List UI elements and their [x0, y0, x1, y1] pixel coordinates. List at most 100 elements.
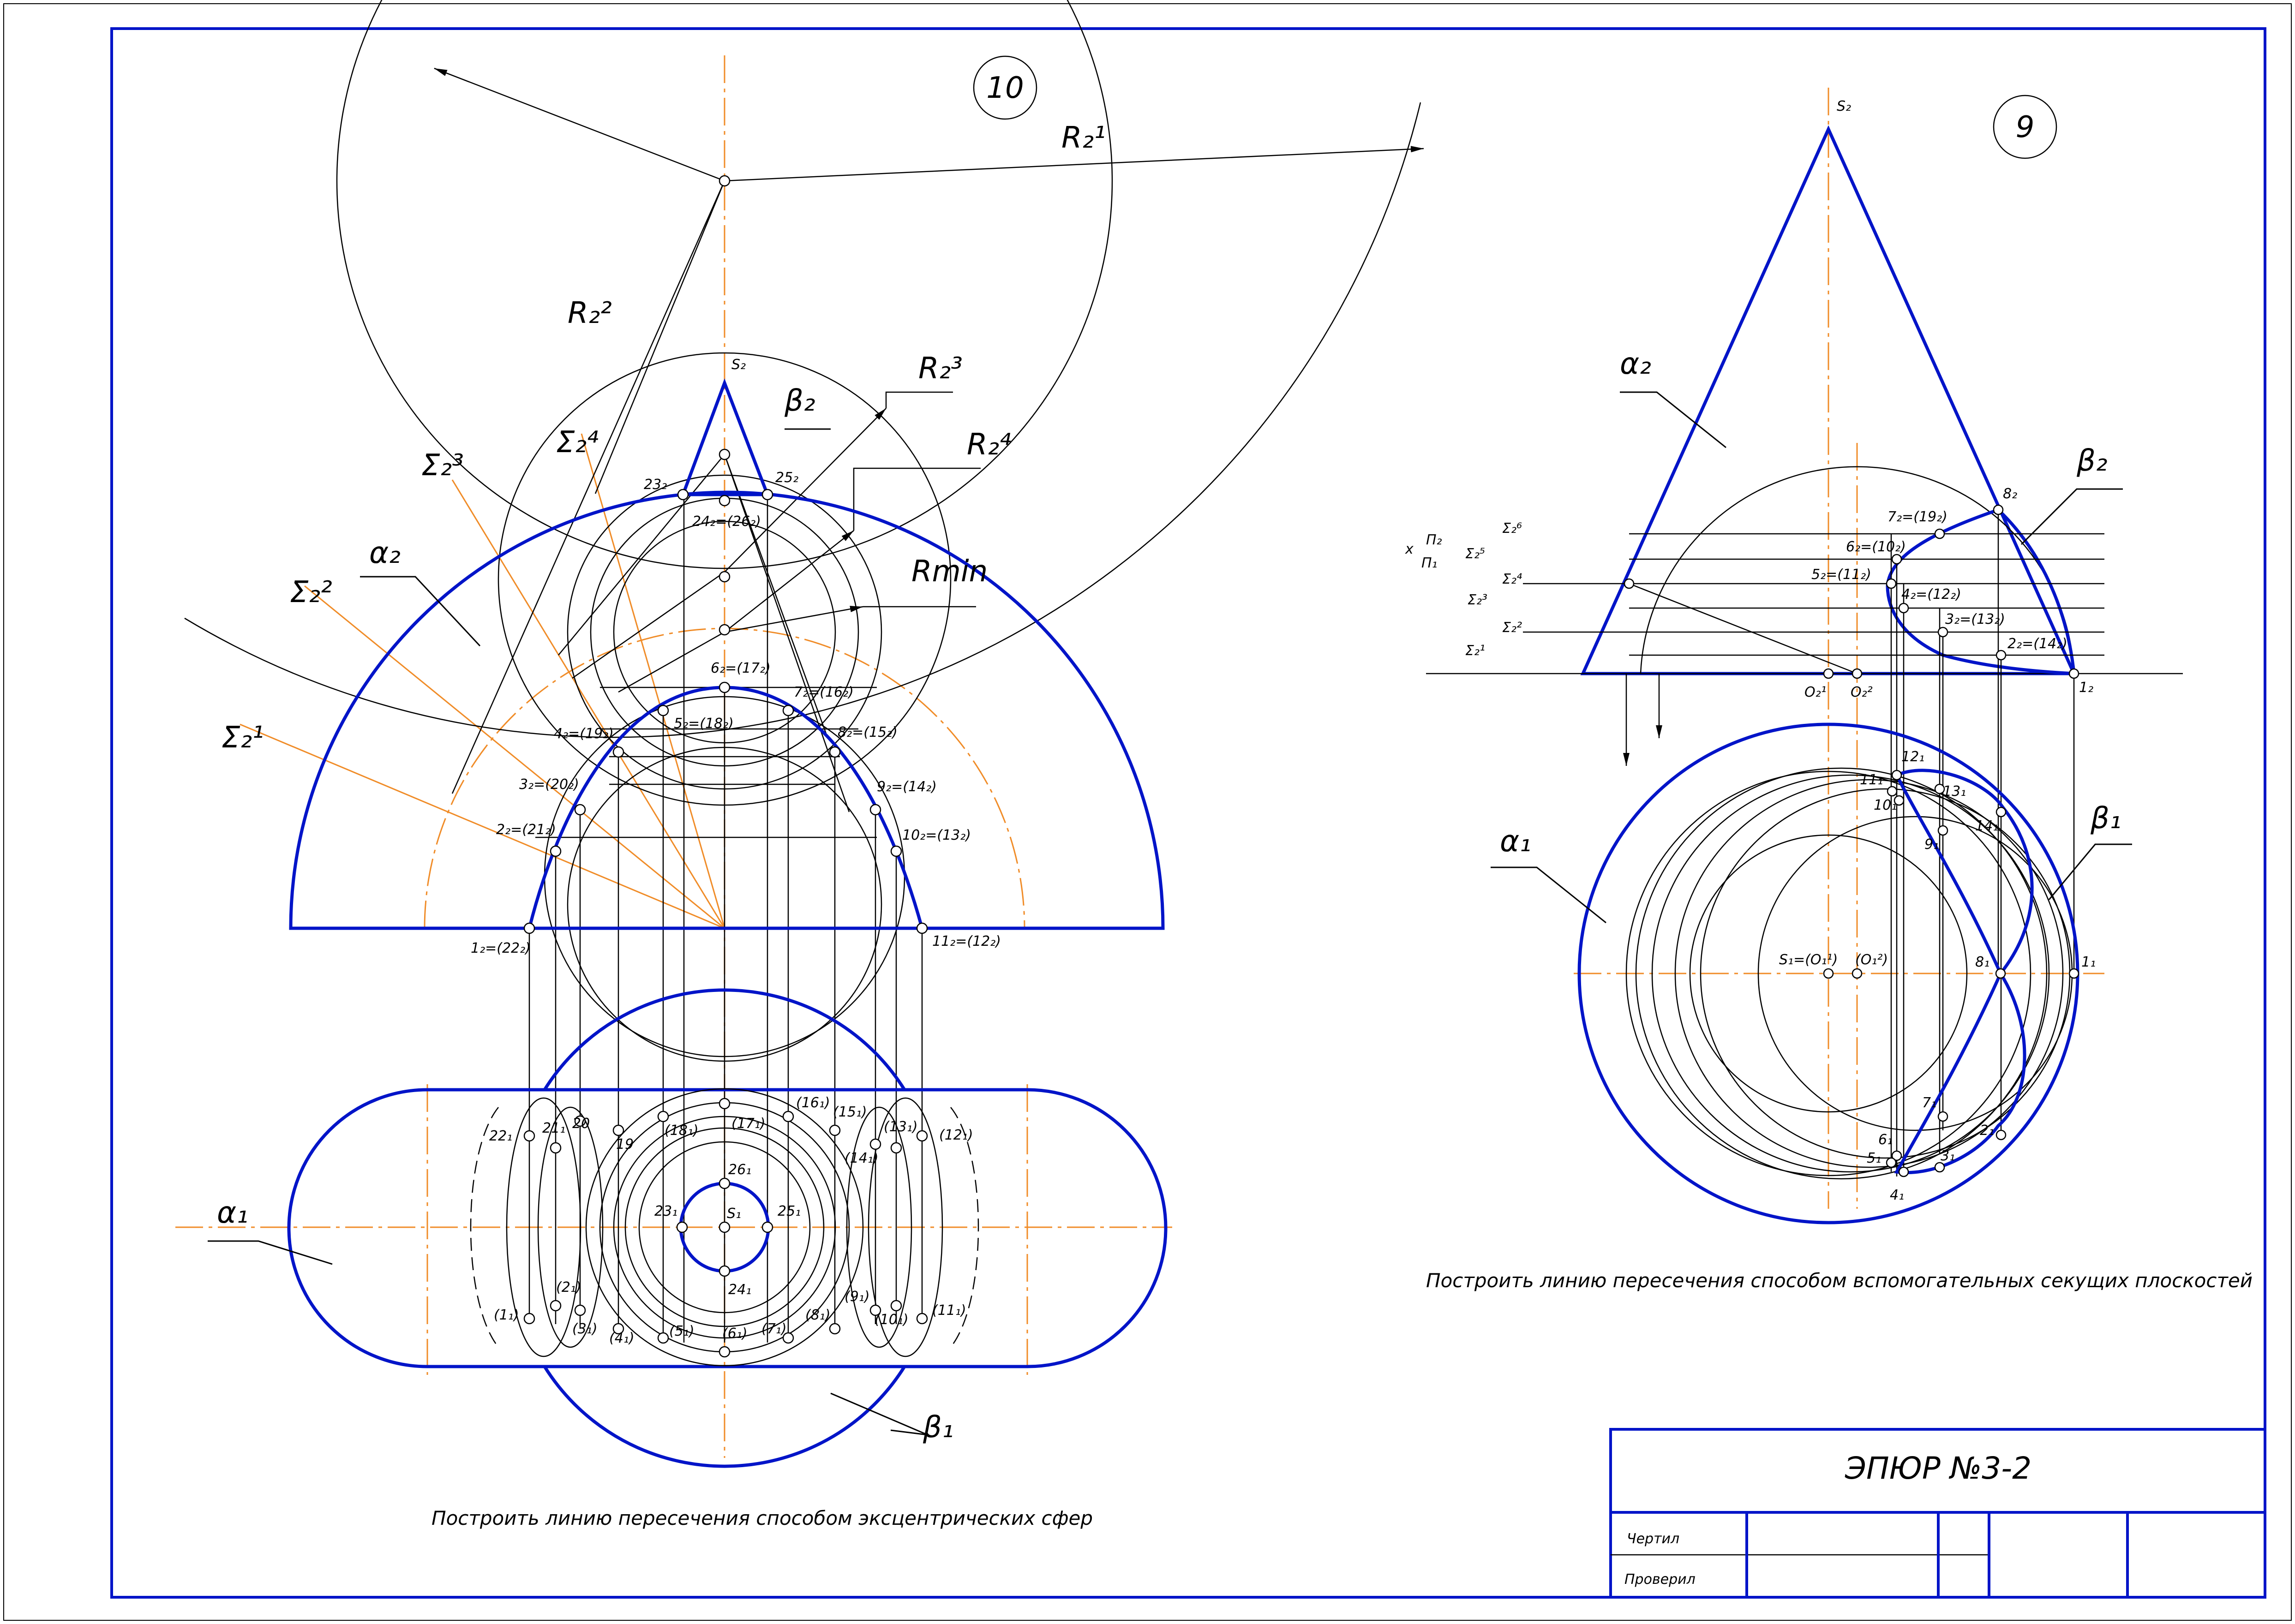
pt-15-1: (15₁)	[833, 1104, 867, 1120]
axis-pi2: Π₂	[1426, 532, 1442, 548]
projection-lines-10	[528, 498, 923, 1343]
pt-5-1: (5₁)	[669, 1323, 695, 1339]
pt9-14-1: 14₁	[1975, 818, 1998, 834]
pt-18-1: (18₁)	[665, 1122, 699, 1139]
label-alpha1-10: α₁	[217, 1196, 248, 1230]
pt-16-1: (16₁)	[796, 1095, 830, 1111]
pt-24-2: 24₂=(26₂)	[692, 513, 761, 530]
pt-7-2: 7₂=(16₂)	[794, 684, 854, 700]
caption-10: Построить линию пересечения способом экс…	[431, 1507, 1093, 1529]
projection-lines-9	[1623, 510, 2075, 1176]
pt-20: 20	[572, 1116, 590, 1132]
torus-front-contour[interactable]	[289, 490, 1165, 930]
plane-sigma3: Σ₂³	[1468, 592, 1487, 608]
plane-sigma5: Σ₂⁵	[1465, 546, 1485, 562]
label-r3: R₂³	[918, 352, 963, 386]
pt9-5-1: 5₁	[1867, 1150, 1881, 1166]
pt-25-2: 25₂	[775, 470, 798, 486]
pt-26-1: 26₁	[728, 1162, 751, 1178]
radius-r2	[434, 67, 725, 182]
pt9-5-2: 5₂=(11₂)	[1811, 567, 1871, 583]
pt-9-1: (9₁)	[845, 1289, 870, 1305]
pt-9-2: 9₂=(14₂)	[877, 779, 937, 795]
pt9-4-2: 4₂=(12₂)	[1901, 586, 1961, 603]
pt9-7-1: 7₁	[1922, 1095, 1936, 1111]
label-beta1-9: β₁	[2090, 801, 2121, 836]
problem-number-10: 10	[986, 71, 1024, 105]
pt-6-1: (6₁)	[722, 1325, 748, 1342]
plane-sigma6: Σ₂⁶	[1502, 520, 1522, 537]
pt-14-1: (14₁)	[845, 1150, 879, 1166]
front-points-9	[1624, 504, 2079, 1177]
axis-pi1: Π₁	[1421, 555, 1438, 571]
pt9-o22: O₂²	[1851, 684, 1873, 700]
label-r1: R₂¹	[1061, 121, 1106, 155]
pt-25-1: 25₁	[778, 1203, 801, 1219]
cone-generators	[451, 180, 850, 812]
pt-19: 19	[616, 1136, 634, 1152]
pt9-7-2: 7₂=(19₂)	[1888, 509, 1947, 525]
pt9-1-1: 1₁	[2081, 954, 2096, 970]
pt-4-1: (4₁)	[609, 1330, 635, 1346]
problem-number-9: 9	[2016, 110, 2035, 144]
label-sigma4: Σ₂⁴	[556, 425, 599, 460]
problem-number-circle-9	[1993, 95, 2057, 159]
problem-10: 10 R₂¹ R₂² R₂³ R₂⁴ Rmin Σ₂¹ Σ₂² Σ₂³ Σ₂⁴ …	[175, 0, 1424, 1529]
pt-2-1: (2₁)	[556, 1279, 581, 1296]
pt-6-2: 6₂=(17₂)	[711, 660, 771, 676]
label-beta2-9: β₂	[2076, 444, 2108, 478]
pt9-1-2: 1₂	[2079, 680, 2093, 696]
label-alpha2-9: α₂	[1620, 347, 1651, 381]
sphere-center-rays	[240, 433, 725, 929]
intersection-curve-top-9[interactable]	[1894, 769, 2034, 1174]
pt-22-1: 22₁	[489, 1128, 512, 1144]
label-beta1-10: β₁	[923, 1410, 954, 1445]
pt-1-2: 1₂=(22₂)	[471, 940, 531, 956]
pt9-4-1: 4₁	[1890, 1187, 1904, 1203]
section-planes-9	[1523, 533, 2104, 656]
radius-r1	[724, 146, 1424, 182]
pt-2-2: 2₂=(21₂)	[496, 822, 556, 838]
label-sigma3: Σ₂³	[421, 448, 464, 483]
intersection-curve-front-9b[interactable]	[1997, 508, 2076, 674]
pt9-2-1: 2₁	[1980, 1122, 1994, 1139]
pt9-3-1: 3₁	[1941, 1148, 1955, 1164]
dashed-hidden	[470, 1107, 499, 1348]
torus-top-contour[interactable]	[287, 1088, 1168, 1368]
pt-1-1: (1₁)	[494, 1307, 519, 1323]
pt-3-2: 3₂=(20₂)	[519, 776, 579, 793]
pt-23-2: 23₂	[644, 477, 667, 493]
pt-11-2: 11₂=(12₂)	[932, 933, 1001, 949]
problem-number-circle-10	[973, 55, 1037, 120]
pt-23-1: 23₁	[654, 1203, 677, 1219]
pt-s1: S₁	[727, 1206, 741, 1222]
cone-front-contour[interactable]	[680, 378, 770, 496]
pt-24-1: 24₁	[728, 1282, 751, 1298]
pt9-8-2: 8₂	[2003, 486, 2017, 502]
caption-9: Построить линию пересечения способом всп…	[1426, 1269, 2253, 1292]
radius-rmin	[724, 606, 863, 633]
title-block: ЭПЮР №3-2 Чертил Проверил	[1609, 1428, 2266, 1599]
pt9-o21: O₂¹	[1804, 684, 1827, 700]
plane-sigma2: Σ₂²	[1502, 620, 1522, 636]
pt-10-2: 10₂=(13₂)	[902, 827, 971, 843]
label-r2: R₂²	[568, 296, 612, 330]
pt9-10-1: 10₁	[1874, 797, 1897, 813]
pt-12-1: (12₁)	[939, 1127, 973, 1143]
pt-10-1: (10₁)	[875, 1312, 909, 1328]
label-sigma2: Σ₂²	[290, 575, 332, 609]
row-drawn: Чертил	[1627, 1531, 1679, 1547]
pt-17-1: (17₁)	[731, 1116, 766, 1132]
plane-sigma4: Σ₂⁴	[1502, 571, 1522, 587]
label-alpha2-10: α₂	[369, 536, 401, 570]
pt9-8-1: 8₁	[1975, 954, 1989, 970]
pt-4-2: 4₂=(19₂)	[554, 726, 614, 742]
cone-top-outer-arc[interactable]	[543, 988, 906, 1091]
sheet-title: ЭПЮР №3-2	[1845, 1451, 2031, 1486]
pt9-2-2: 2₂=(14₂)	[2007, 636, 2067, 652]
pt-8-2: 8₂=(15₂)	[838, 724, 898, 740]
problem-9: 9 α₂ β₂ α₁ β₁ Σ₂⁶ Σ₂⁵ Σ₂⁴ Σ₂³ Σ₂² Σ₂¹ x …	[1405, 88, 2253, 1292]
plane-sigma1: Σ₂¹	[1465, 643, 1485, 659]
cone-top-outer-arc-bottom[interactable]	[543, 1366, 906, 1468]
